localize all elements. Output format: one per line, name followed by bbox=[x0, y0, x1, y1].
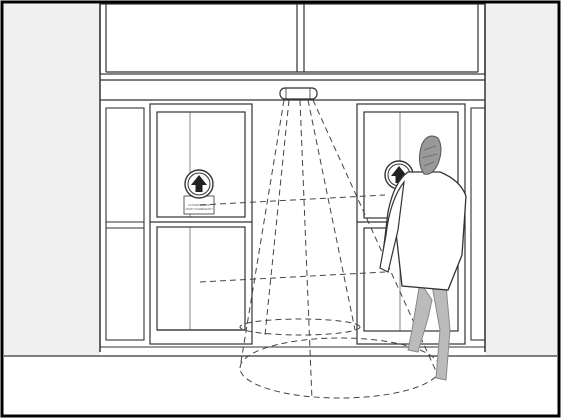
right-wall bbox=[485, 4, 557, 356]
left-wall bbox=[4, 4, 100, 356]
sign-caption-line1: AUTOMATIC DOOR bbox=[188, 204, 210, 207]
left-sidelight bbox=[106, 108, 144, 340]
sign-caption-line2: ASSIST IN EMERGENCY bbox=[185, 208, 213, 211]
up-arrow-icon bbox=[185, 170, 213, 198]
left-sliding-door bbox=[150, 104, 252, 344]
transom-frame bbox=[100, 4, 485, 100]
right-sidelight bbox=[471, 108, 485, 340]
motion-sensor-icon bbox=[280, 88, 317, 99]
person-head bbox=[419, 136, 441, 174]
left-door-sign: AUTOMATIC DOOR ASSIST IN EMERGENCY bbox=[184, 170, 214, 214]
